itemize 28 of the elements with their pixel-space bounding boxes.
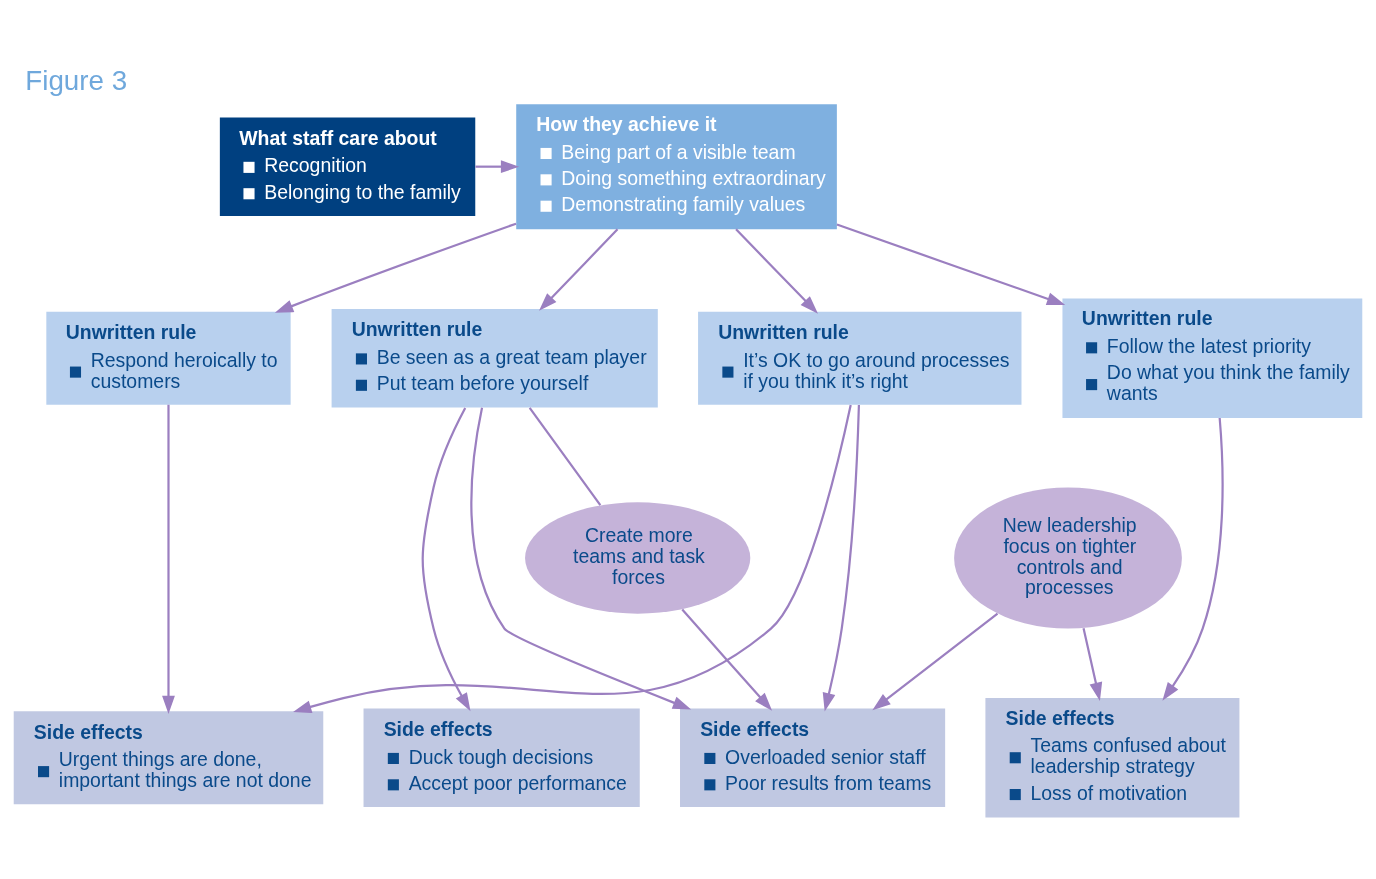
connector xyxy=(528,406,602,506)
node-ellipse: New leadership focus on tighter controls and processes xyxy=(954,486,1182,629)
arrow xyxy=(1162,417,1224,701)
arrow xyxy=(470,407,692,710)
arrow xyxy=(836,223,1066,305)
node-box: Side effects Teams confused about leadership strategy Loss of motivation xyxy=(985,697,1240,817)
diagram-title: Figure 3 xyxy=(25,64,128,96)
arrow xyxy=(539,228,619,311)
node-box: How they achieve it Being part of a visible team Doing something extraordinary Demonstrating family values xyxy=(516,103,837,229)
arrow xyxy=(822,404,860,711)
arrow xyxy=(274,222,517,313)
arrow xyxy=(1082,627,1103,701)
node-box: Side effects Overloaded senior staff Poor results from teams xyxy=(680,708,946,807)
arrow xyxy=(872,612,999,710)
node-box: Side effects Urgent things are done, important things are not done xyxy=(13,710,324,804)
arrow xyxy=(421,407,471,711)
node-box: Unwritten rule It’s OK to go around processes if you think it’s right xyxy=(698,311,1022,405)
node-box: Side effects Duck tough decisions Accept poor performance xyxy=(363,708,640,807)
node-box: Unwritten rule Respond heroically to customers xyxy=(46,311,291,405)
arrow xyxy=(293,404,852,713)
node-box: Unwritten rule Be seen as a great team player Put team before yourself xyxy=(331,308,658,407)
node-box: What staff care about Recognition Belonging to the family xyxy=(219,116,476,216)
arrow xyxy=(162,404,175,714)
arrow xyxy=(475,159,520,173)
arrow xyxy=(681,608,773,711)
arrow xyxy=(735,228,818,314)
node-box: Unwritten rule Follow the latest priority Do what you think the family wants xyxy=(1062,298,1363,418)
node-ellipse: Create more teams and task forces xyxy=(525,501,751,614)
